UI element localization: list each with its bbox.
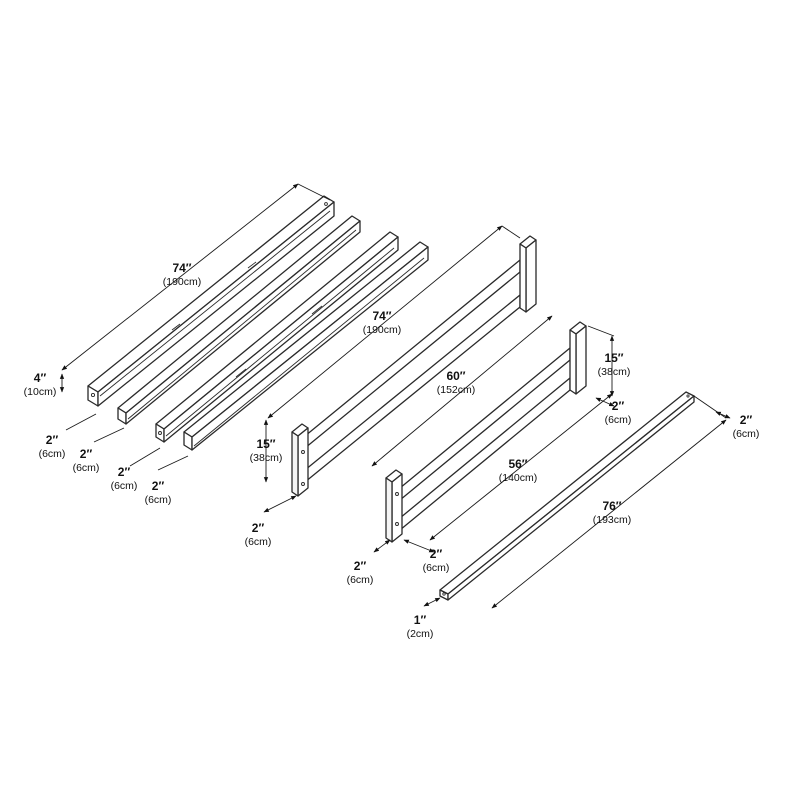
rail-depth-2-metric: (6cm)	[72, 461, 100, 474]
short-guard-height-value: 15″	[604, 351, 624, 365]
long-guard-depth-label: 2″ (6cm)	[244, 521, 272, 548]
short-guard-height-label: 15″ (38cm)	[597, 351, 631, 378]
short-guard-outer-value: 60″	[446, 369, 466, 383]
short-guard-inner-metric: (140cm)	[498, 471, 538, 484]
slat-thickness-label: 1″ (2cm)	[406, 613, 434, 640]
short-guard-outer-metric: (152cm)	[436, 383, 476, 396]
rail-depth-4-metric: (6cm)	[144, 493, 172, 506]
rail-length-metric: (190cm)	[162, 275, 202, 288]
dimension-lines	[59, 183, 731, 609]
rail-depth-2-label: 2″ (6cm)	[72, 447, 100, 474]
rail-length-value: 74″	[172, 261, 192, 275]
short-guard-post-depth-value: 2″	[611, 399, 625, 413]
slat-length-label: 76″ (193cm)	[592, 499, 632, 526]
long-guard-rail	[291, 235, 537, 497]
long-guard-height-metric: (38cm)	[249, 451, 283, 464]
short-guard-post-depth-metric: (6cm)	[604, 413, 632, 426]
rail-depth-4-label: 2″ (6cm)	[144, 479, 172, 506]
slat-width-metric: (6cm)	[732, 427, 760, 440]
rail-height-value: 4″	[33, 371, 47, 385]
rail-depth-3-label: 2″ (6cm)	[110, 465, 138, 492]
rail-depth-4-value: 2″	[151, 479, 165, 493]
long-guard-depth-metric: (6cm)	[244, 535, 272, 548]
rail-length-label: 74″ (190cm)	[162, 261, 202, 288]
short-guard-height-metric: (38cm)	[597, 365, 631, 378]
slat-width-label: 2″ (6cm)	[732, 413, 760, 440]
rail-depth-1-metric: (6cm)	[38, 447, 66, 460]
rail-depth-2-value: 2″	[79, 447, 93, 461]
rail-depth-3-value: 2″	[117, 465, 131, 479]
slat-thickness-value: 1″	[413, 613, 427, 627]
rail-height-label: 4″ (10cm)	[23, 371, 57, 398]
long-guard-length-label: 74″ (190cm)	[362, 309, 402, 336]
slat-length-value: 76″	[602, 499, 622, 513]
short-guard-depth-right-label: 2″ (6cm)	[422, 547, 450, 574]
long-guard-length-value: 74″	[372, 309, 392, 323]
short-guard-depth-left-metric: (6cm)	[346, 573, 374, 586]
short-guard-outer-label: 60″ (152cm)	[436, 369, 476, 396]
rail-depth-1-value: 2″	[45, 433, 59, 447]
long-guard-height-value: 15″	[256, 437, 276, 451]
short-guard-inner-value: 56″	[508, 457, 528, 471]
side-rail-1	[87, 195, 335, 407]
rail-depth-1-label: 2″ (6cm)	[38, 433, 66, 460]
long-guard-depth-value: 2″	[251, 521, 265, 535]
rail-depth-3-metric: (6cm)	[110, 479, 138, 492]
slat-thickness-metric: (2cm)	[406, 627, 434, 640]
long-guard-length-metric: (190cm)	[362, 323, 402, 336]
rail-height-metric: (10cm)	[23, 385, 57, 398]
short-guard-depth-left-value: 2″	[353, 559, 367, 573]
slat-width-value: 2″	[739, 413, 753, 427]
short-guard-post-depth-label: 2″ (6cm)	[604, 399, 632, 426]
short-guard-depth-left-label: 2″ (6cm)	[346, 559, 374, 586]
long-guard-height-label: 15″ (38cm)	[249, 437, 283, 464]
short-guard-depth-right-value: 2″	[429, 547, 443, 561]
short-guard-depth-right-metric: (6cm)	[422, 561, 450, 574]
slat-length-metric: (193cm)	[592, 513, 632, 526]
short-guard-inner-label: 56″ (140cm)	[498, 457, 538, 484]
